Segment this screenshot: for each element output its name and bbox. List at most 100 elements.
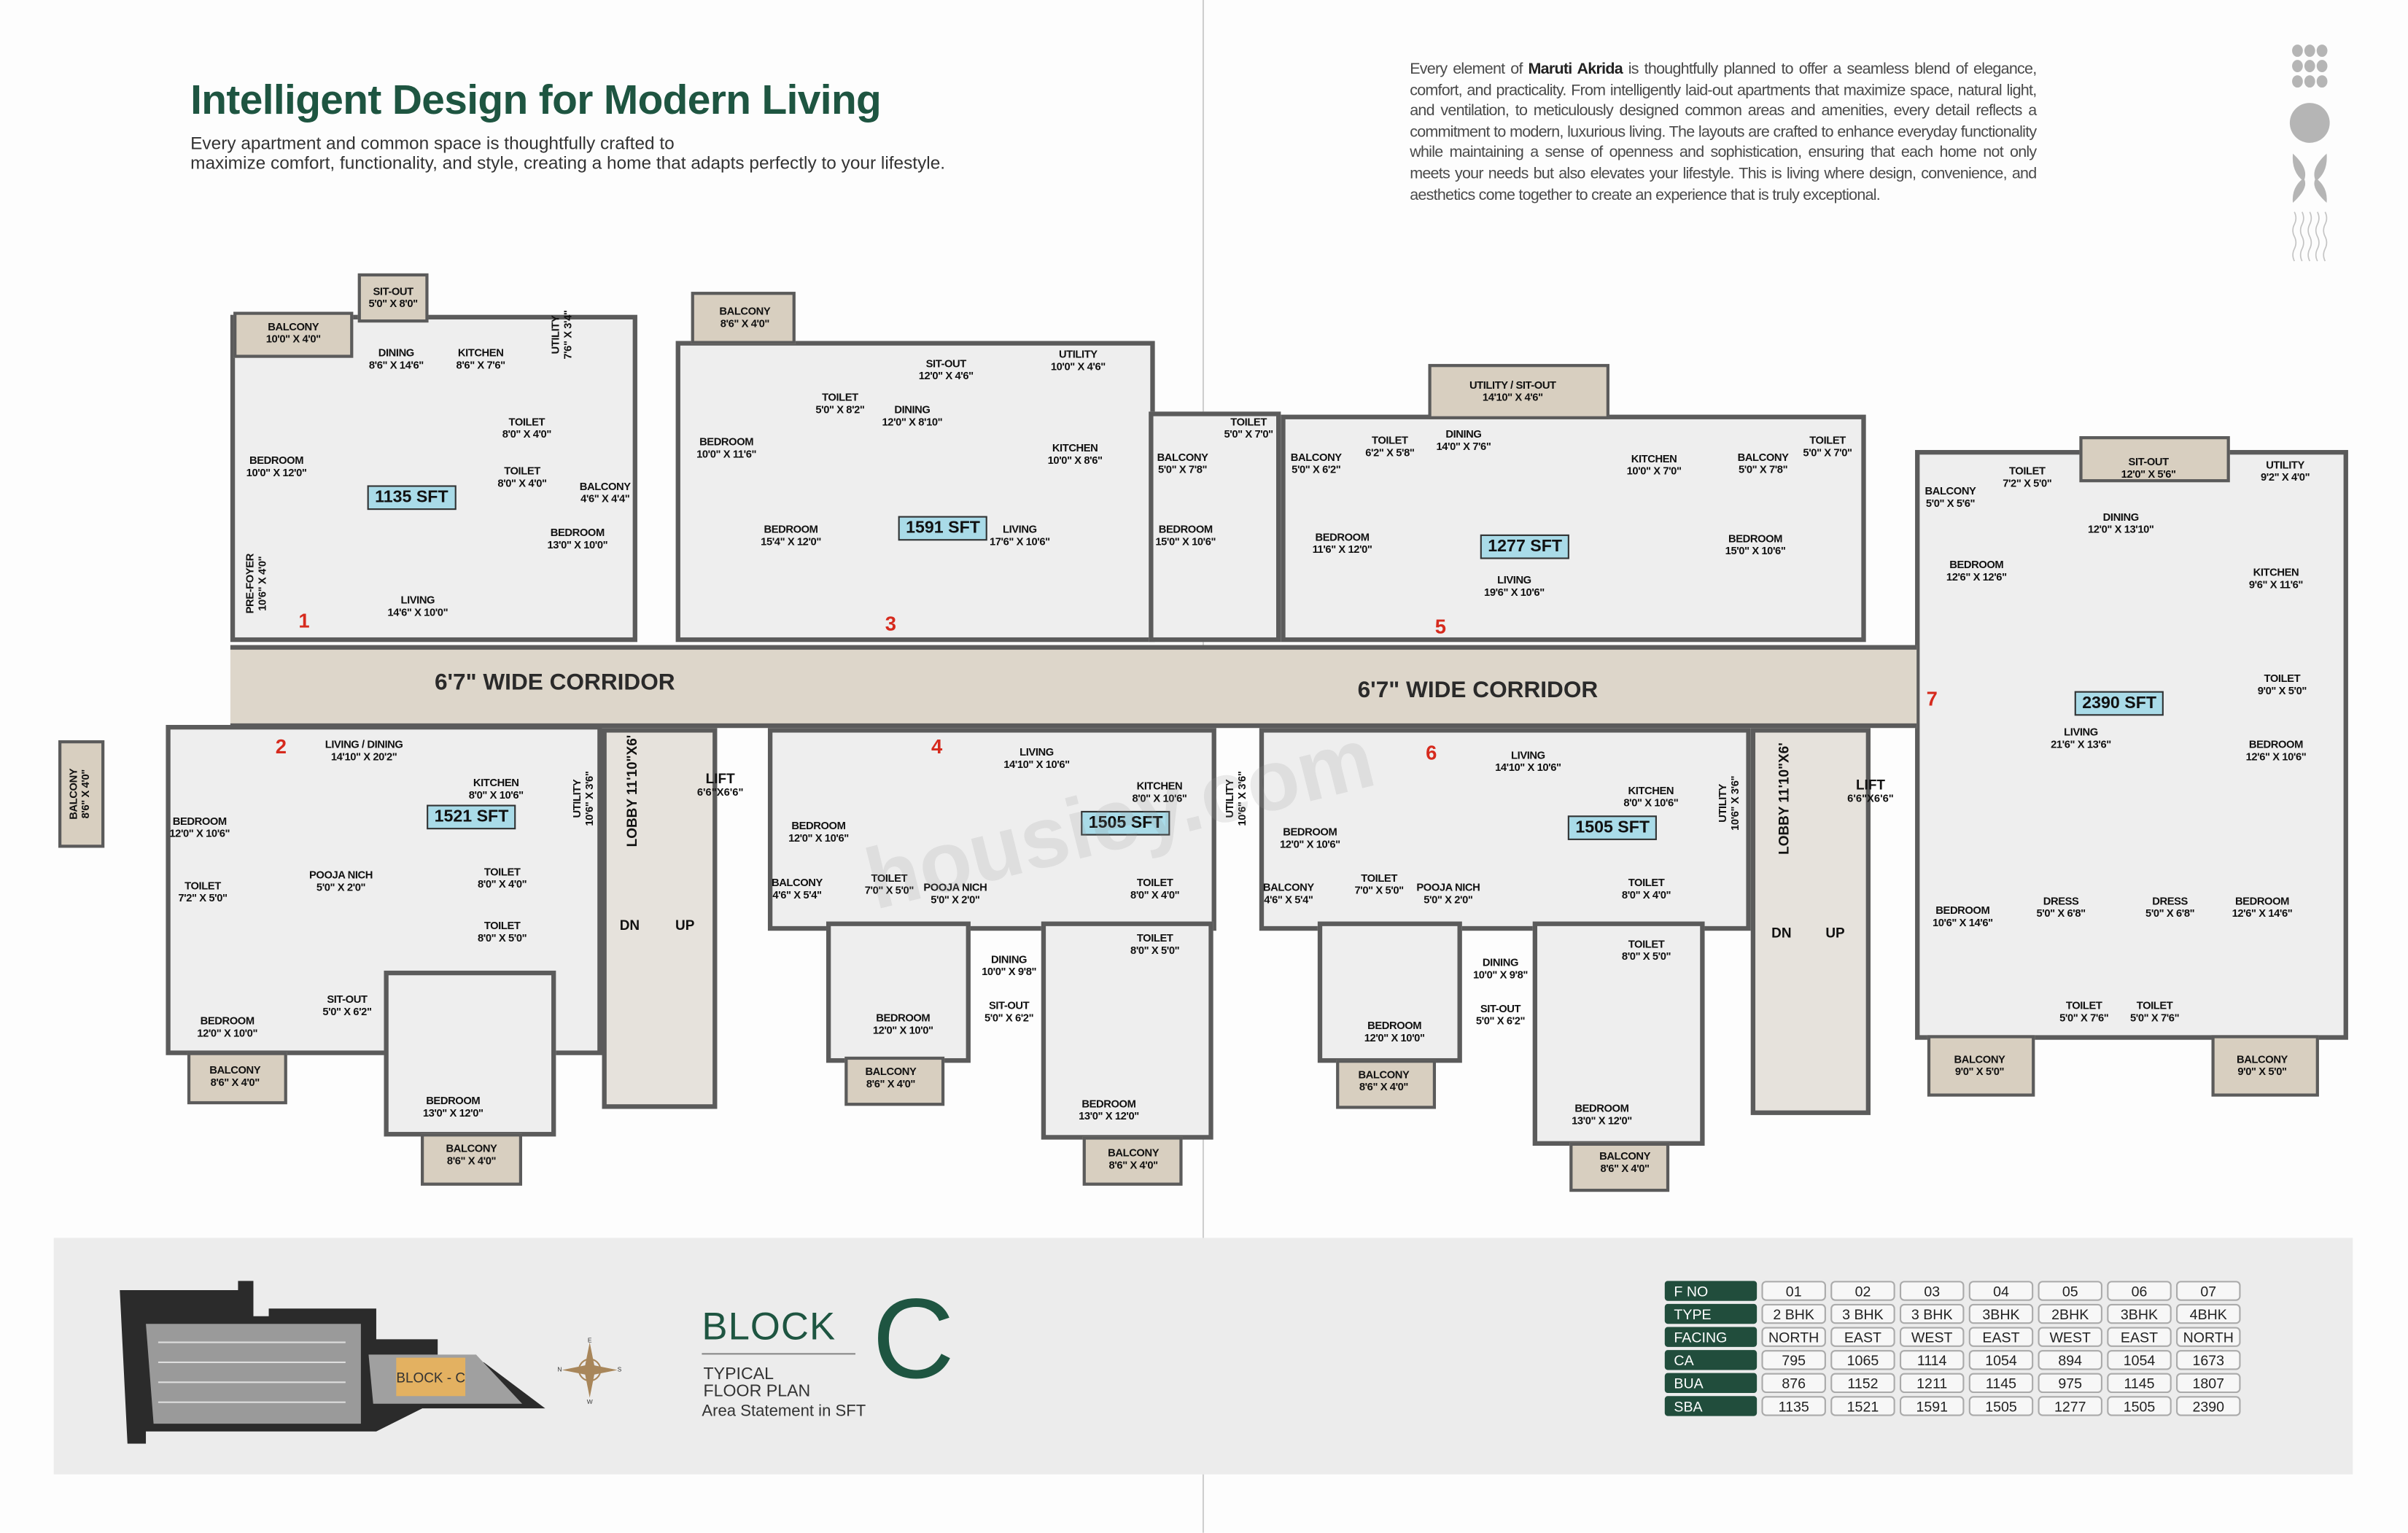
flat-3-balcony [691,292,796,344]
flat-5-utility [1428,364,1609,419]
table-cell: 2390 [2176,1396,2241,1416]
flat-area-badge: 1135 SFT [367,485,457,511]
flat-6-balcony [1336,1060,1437,1109]
room-size: 5'0" X 6'2" [1475,1017,1526,1028]
flat-6-wing [1317,921,1462,1063]
row-header: SBA [1664,1396,1758,1416]
lift-text: LIFT [705,771,735,787]
room-name: TOILET [2136,1001,2173,1012]
room-name: DRESS [2043,896,2079,908]
table-cell: 04 [1968,1281,2034,1301]
typical-text: TYPICAL [703,1365,774,1384]
room-size: 8'0" X 4'0" [478,880,527,891]
room-size: 10'6" X 3'6" [1731,775,1742,831]
flat-area-badge: 2390 SFT [2074,691,2164,716]
table-cell: 01 [1761,1281,1826,1301]
room-size: 15'0" X 10'6" [1725,546,1786,558]
room-size: 8'0" X 4'0" [1130,890,1180,902]
room-size: 13'0" X 12'0" [1079,1111,1139,1123]
stair-down-label: DN [1771,925,1792,941]
room-name: TOILET [1136,934,1173,945]
room-name: TOILET [2264,674,2301,686]
compass-s: S [618,1366,622,1373]
table-cell: 2BHK [2038,1303,2102,1324]
room-size: 5'0" X 6'2" [322,1007,372,1019]
room-size: 8'6" X 4'0" [446,1156,497,1168]
room-name: LIVING [1019,748,1054,759]
room-name: TOILET [1628,939,1665,951]
room-size: 9'0" X 5'0" [1954,1067,2005,1079]
room-size: 9'0" X 5'0" [2257,686,2307,698]
room-name: DINING [894,405,931,416]
table-cell: 1521 [1830,1396,1895,1416]
flat-6-balcony [1569,1142,1670,1192]
table-cell: WEST [1899,1327,1965,1347]
room-name: LIVING [1511,750,1545,762]
room-name: BEDROOM [791,821,846,833]
table-cell: 03 [1899,1281,1965,1301]
room-size: 13'0" X 12'0" [1572,1116,1632,1128]
flat-number: 6 [1426,741,1437,764]
table-cell: 1211 [1899,1373,1965,1394]
block-letter: C [872,1274,955,1402]
table-cell: 2 BHK [1761,1303,1826,1324]
room-size: 10'0" X 4'0" [265,335,321,346]
room-size: 5'0" X 8'0" [368,299,419,311]
room-name: BALCONY [1737,453,1789,464]
room-size: 12'0" X 5'6" [2121,470,2176,481]
room-name: TOILET [1230,417,1267,429]
room-size: 13'0" X 10'0" [547,540,608,552]
room-size: 8'6" X 4'0" [1359,1082,1409,1094]
table-cell: 3 BHK [1899,1303,1965,1324]
room-size: 8'6" X 4'0" [81,769,93,819]
room-size: 5'0" X 7'0" [1803,448,1852,459]
flat-4-balcony [1082,1136,1183,1186]
flat-area-badge: 1277 SFT [1480,534,1570,559]
corridor-label: 6'7" WIDE CORRIDOR [1357,677,1599,704]
room-size: 5'0" X 8'2" [815,405,865,416]
room-size: 4'6" X 5'4" [1264,895,1313,907]
room-size: 12'6" X 14'6" [2232,909,2293,920]
room-size: 5'0" X 7'8" [1738,465,1788,476]
room-size: 7'0" X 5'0" [864,886,914,897]
room-name: BALCONY [865,1067,917,1079]
core-2 [1750,728,1871,1115]
room-size: 12'0" X 10'0" [197,1028,258,1040]
table-cell: 3BHK [2107,1303,2172,1324]
flat-1-balcony [233,311,354,358]
room-name: BALCONY [1157,453,1208,464]
